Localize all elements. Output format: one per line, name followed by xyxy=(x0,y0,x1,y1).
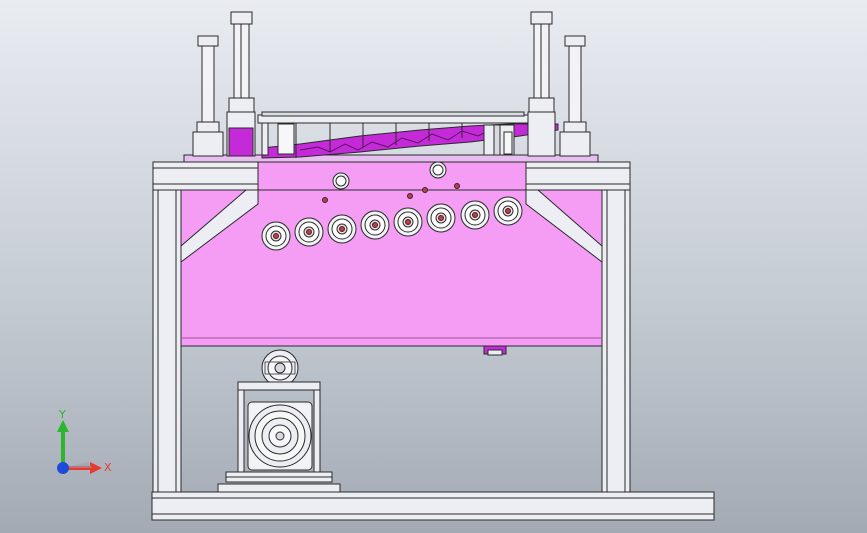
bottom-fitting xyxy=(483,345,507,356)
roller xyxy=(426,203,456,233)
y-axis-arrowhead xyxy=(57,420,69,432)
motor-body xyxy=(247,401,313,471)
right-brace xyxy=(525,189,603,264)
top-beam-left xyxy=(152,161,259,191)
x-axis-label: X xyxy=(104,461,112,474)
roller xyxy=(393,207,423,237)
top-beam-right xyxy=(525,161,631,191)
cylinder-right-inner xyxy=(527,11,556,157)
roller xyxy=(360,210,390,240)
roller xyxy=(493,196,523,226)
cylinder-right-outer xyxy=(559,35,591,157)
base-beam xyxy=(151,491,715,521)
guide-assembly xyxy=(257,111,559,159)
drive-pulley xyxy=(261,349,299,387)
roller xyxy=(294,217,324,247)
cylinder-left-outer xyxy=(192,35,224,157)
y-axis-label: Y xyxy=(58,408,66,421)
roller xyxy=(261,221,291,251)
roller xyxy=(460,200,490,230)
top-plate xyxy=(183,154,599,163)
roller-row xyxy=(261,196,523,251)
roller xyxy=(327,214,357,244)
housing-holes xyxy=(322,161,460,203)
cylinder-left-inner xyxy=(226,11,256,157)
z-axis-dot xyxy=(57,462,69,474)
left-brace xyxy=(180,189,259,264)
right-leg xyxy=(601,189,631,493)
coordinate-triad: Y X xyxy=(57,408,112,474)
x-axis-arrowhead xyxy=(90,462,102,474)
left-leg xyxy=(152,189,182,493)
plane-wedge xyxy=(63,462,92,468)
motor-base xyxy=(217,471,341,493)
